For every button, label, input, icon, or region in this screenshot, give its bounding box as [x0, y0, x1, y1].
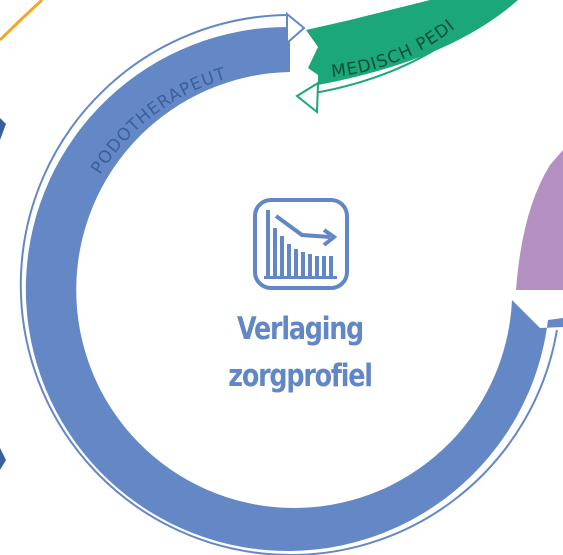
- center-title-line-2: zorgprofiel: [228, 358, 373, 394]
- medisch-pedicure-arrow: [306, 0, 518, 85]
- left-blue-segment: [0, 118, 6, 140]
- arrow-notch: [512, 296, 563, 328]
- left-blue-segment-bottom: [0, 448, 6, 470]
- center-title-line-1: Verlaging: [236, 311, 364, 347]
- blue-arrow-head: [286, 11, 306, 46]
- purple-segment: [516, 150, 563, 290]
- outer-ring: [19, 14, 558, 555]
- green-arrow-head: [295, 81, 320, 115]
- declining-bar-chart-icon: [253, 198, 349, 290]
- orange-segment-outline: [0, 0, 44, 42]
